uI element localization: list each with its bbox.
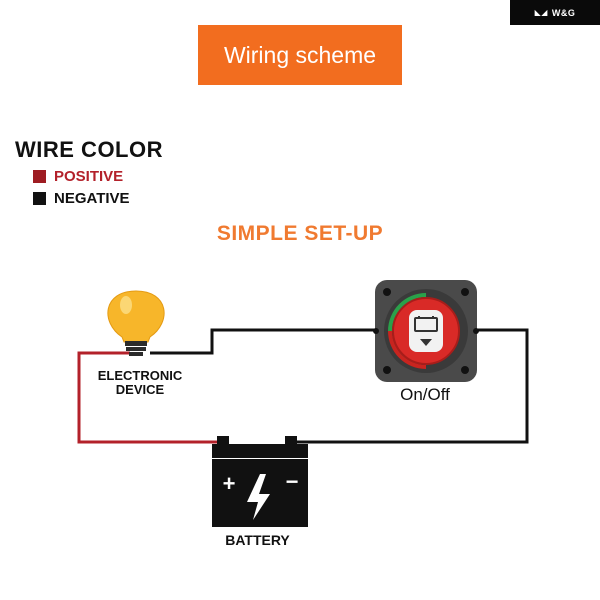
- legend-label-negative: NEGATIVE: [54, 190, 130, 207]
- legend-item-positive: POSITIVE: [33, 168, 163, 185]
- page-title: Wiring scheme: [198, 25, 402, 85]
- device-label-line1: ELECTRONIC: [97, 368, 183, 383]
- legend-item-negative: NEGATIVE: [33, 190, 163, 207]
- battery-icon: [212, 436, 308, 527]
- negative-wire-switch-battery: [297, 328, 529, 444]
- negative-wire-device-switch: [150, 328, 383, 355]
- negative-swatch: [33, 192, 46, 205]
- electronic-device-label: ELECTRONIC DEVICE: [85, 369, 195, 397]
- lightbulb-icon: [107, 290, 165, 356]
- brand-mark-icon: ◣◢: [534, 8, 548, 17]
- battery-switch-icon: [373, 280, 479, 382]
- legend-title: WIRE COLOR: [15, 137, 163, 162]
- wire-color-legend: WIRE COLOR POSITIVE NEGATIVE: [15, 137, 163, 207]
- battery-minus-sign: −: [286, 469, 299, 494]
- battery-plus-sign: +: [223, 471, 236, 496]
- setup-subtitle: SIMPLE SET-UP: [216, 222, 384, 245]
- positive-swatch: [33, 170, 46, 183]
- legend-label-positive: POSITIVE: [54, 168, 124, 185]
- battery-label: BATTERY: [225, 532, 290, 548]
- switch-label: On/Off: [400, 385, 450, 404]
- device-label-line2: DEVICE: [115, 382, 165, 397]
- brand-text: W&G: [551, 7, 576, 18]
- brand-logo: ◣◢ W&G: [510, 0, 600, 25]
- positive-wire: [77, 351, 222, 444]
